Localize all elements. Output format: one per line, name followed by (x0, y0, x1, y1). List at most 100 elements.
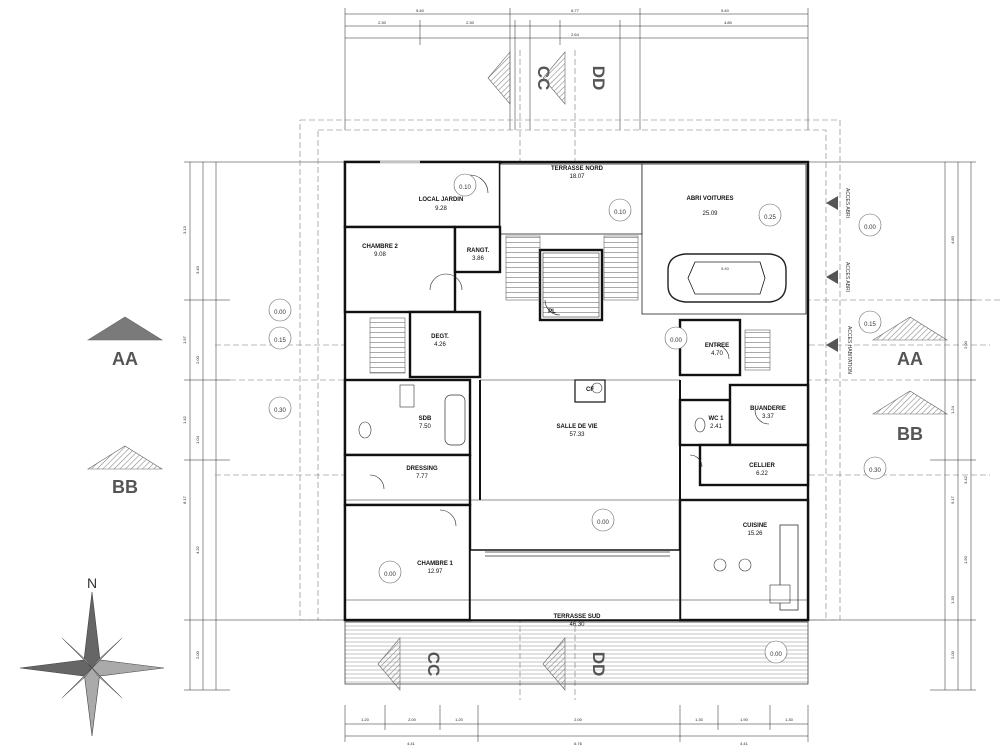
top-dim-3: 5.40 (721, 8, 730, 13)
room-area-terrasse-nord: 18.07 (569, 174, 585, 180)
level-marker: 0.00 (664, 326, 688, 350)
level-marker: 0.00 (591, 508, 615, 532)
room-name-terrasse-nord: TERRASSE NORD (551, 166, 604, 172)
section-dd-top: DD (542, 51, 608, 105)
top-dimensions: 5.40 6.77 5.40 2.30 2.30 2.64 4.80 (344, 8, 809, 130)
room-area-salle-de-vie: 57.33 (569, 432, 585, 438)
bottom-dim-6: 1.90 (740, 717, 749, 722)
access-abri-label-1: ACCES ABRI (844, 188, 850, 218)
section-bb-right-label: BB (897, 424, 923, 444)
section-dd-bottom: DD (542, 637, 608, 691)
right-dim-4: 3.42 (963, 475, 968, 484)
room-area-rangt: 3.86 (472, 256, 484, 262)
pl-label: PL (548, 309, 556, 315)
room-name-rangt: RANGT. (467, 248, 490, 254)
svg-text:0.15: 0.15 (274, 338, 286, 344)
cf-label: CF (586, 387, 594, 393)
room-name-local-jardin: LOCAL JARDIN (419, 197, 464, 203)
room-area-chambre-1: 12.97 (427, 569, 443, 575)
room-area-wc1: 2.41 (710, 424, 722, 430)
room-area-buanderie: 3.37 (762, 414, 774, 420)
bottom-dim-10: 4.41 (740, 741, 749, 746)
left-dim-6: 1.04 (195, 435, 200, 444)
right-dim-5: 9.17 (950, 495, 955, 504)
svg-text:0.25: 0.25 (764, 215, 776, 221)
room-name-entree: ENTREE (705, 343, 729, 349)
section-aa-right-label: AA (897, 349, 923, 369)
room-name-chambre-2: CHAMBRE 2 (362, 244, 398, 250)
room-area-local-jardin: 9.28 (435, 206, 447, 212)
section-aa-left: AA (86, 316, 164, 369)
level-marker: 0.30 (268, 396, 292, 420)
access-abri-label-2: ACCES ABRI (844, 262, 850, 292)
section-cc-bottom-label: CC (424, 652, 443, 677)
car-label: 5.40 (721, 266, 730, 271)
right-dim-7: 1.30 (950, 595, 955, 604)
room-name-wc1: WC 1 (709, 416, 725, 422)
room-area-abri-voitures: 25.09 (702, 211, 718, 217)
section-dd-top-label: DD (589, 66, 608, 91)
svg-text:0.30: 0.30 (274, 408, 286, 414)
section-bb-left: BB (86, 445, 164, 497)
bottom-dim-8: 4.41 (407, 741, 416, 746)
svg-text:0.10: 0.10 (614, 210, 626, 216)
room-name-sdb: SDB (419, 416, 432, 422)
access-habitation-label: ACCES HABITATION (846, 326, 852, 374)
room-name-salle-de-vie: SALLE DE VIE (556, 424, 597, 430)
room-area-dressing: 7.77 (416, 474, 428, 480)
room-name-chambre-1: CHAMBRE 1 (417, 561, 453, 567)
level-marker: 0.10 (453, 173, 477, 197)
car-icon: 5.40 (667, 253, 787, 303)
right-dimensions: 4.80 2.00 1.24 3.42 9.17 1.90 1.30 2.00 (808, 161, 976, 691)
top-dim-6: 2.64 (571, 32, 580, 37)
left-dim-9: 2.00 (195, 650, 200, 659)
top-dim-7: 4.80 (724, 20, 733, 25)
bottom-dim-5: 1.30 (695, 717, 704, 722)
section-aa-right: AA (871, 316, 949, 369)
section-aa-left-label: AA (112, 349, 138, 369)
svg-text:0.00: 0.00 (864, 225, 876, 231)
level-marker: 0.15 (268, 326, 292, 350)
section-cc-bottom: CC (377, 637, 443, 691)
north-label: N (87, 575, 97, 591)
svg-text:0.00: 0.00 (274, 310, 286, 316)
room-area-degt: 4.26 (434, 342, 446, 348)
section-bb-left-label: BB (112, 477, 138, 497)
svg-text:0.00: 0.00 (670, 338, 682, 344)
right-dim-6: 1.90 (963, 555, 968, 564)
top-dim-1: 5.40 (416, 8, 425, 13)
room-labels: LOCAL JARDIN 9.28 TERRASSE NORD 18.07 AB… (362, 166, 786, 628)
room-area-sdb: 7.50 (419, 424, 431, 430)
bottom-dim-1: 1.20 (361, 717, 370, 722)
bottom-dim-9: 6.76 (574, 741, 583, 746)
svg-text:0.00: 0.00 (770, 652, 782, 658)
room-name-degt: DEGT. (431, 334, 449, 340)
room-name-buanderie: BUANDERIE (750, 406, 786, 412)
north-compass-icon: N (19, 575, 165, 737)
left-dimensions: 3.13 3.40 1.97 2.00 1.42 1.04 8.17 4.32 … (182, 161, 345, 691)
bottom-dimensions: 1.20 2.00 1.20 2.00 1.30 1.90 1.30 4.41 … (344, 705, 809, 746)
left-dim-7: 8.17 (182, 495, 187, 504)
svg-text:0.00: 0.00 (597, 520, 609, 526)
room-name-dressing: DRESSING (406, 466, 438, 472)
section-dd-bottom-label: DD (589, 652, 608, 677)
room-name-cellier: CELLIER (749, 463, 775, 469)
svg-text:0.30: 0.30 (869, 468, 881, 474)
level-marker: 0.30 (863, 456, 887, 480)
bottom-dim-4: 2.00 (574, 717, 583, 722)
bottom-dim-7: 1.30 (785, 717, 794, 722)
level-marker: 0.15 (858, 310, 882, 334)
right-dim-1: 4.80 (950, 235, 955, 244)
level-marker: 0.00 (858, 213, 882, 237)
access-habitation-arrow: ACCES HABITATION (826, 326, 852, 374)
left-dim-5: 1.42 (182, 415, 187, 424)
svg-text:0.15: 0.15 (864, 322, 876, 328)
top-dim-2: 6.77 (571, 8, 580, 13)
terrasse-sud-deck (344, 621, 809, 685)
room-name-cuisine: CUISINE (743, 523, 767, 529)
room-area-cuisine: 15.26 (747, 531, 763, 537)
house-walls (343, 160, 810, 622)
bottom-dim-3: 1.20 (455, 717, 464, 722)
section-bb-right: BB (871, 390, 949, 444)
